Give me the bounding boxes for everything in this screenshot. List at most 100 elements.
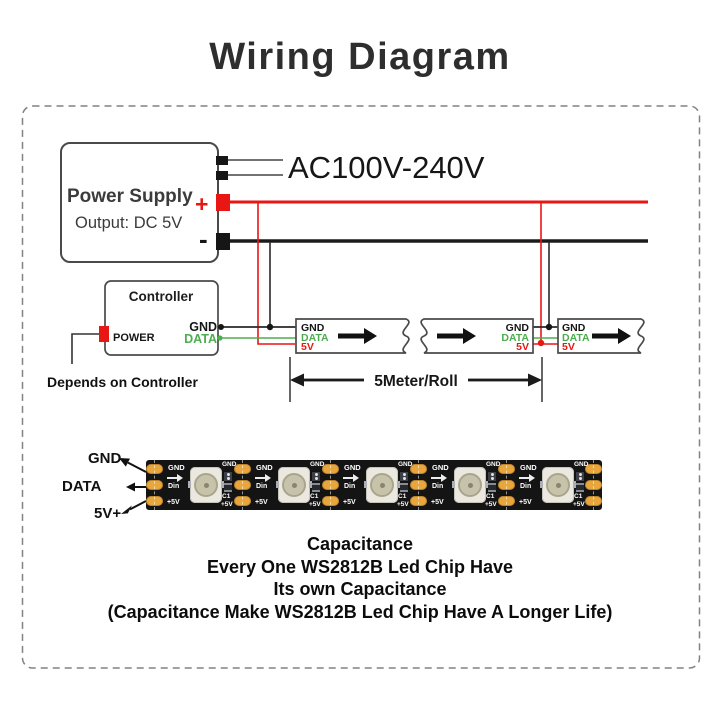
ws2812b-led-chip bbox=[276, 467, 312, 503]
seg3-data-label: DATA bbox=[562, 332, 590, 344]
c1-label: C1 bbox=[574, 493, 583, 500]
seg3-5v-label: 5V bbox=[562, 341, 575, 353]
seg1-5v-label: 5V bbox=[301, 341, 314, 353]
silkscreen-labels: GND Din +5V bbox=[429, 460, 455, 510]
junction-dot-5v bbox=[537, 339, 545, 347]
resistor bbox=[224, 483, 232, 492]
cut-line bbox=[330, 460, 331, 510]
direction-arrow-head bbox=[463, 328, 476, 344]
seg1-gnd-label: GND bbox=[301, 322, 325, 334]
5v-callout-arrow bbox=[121, 505, 132, 514]
photo-gnd-label: GND bbox=[88, 450, 122, 467]
resistor bbox=[312, 483, 320, 492]
controller-gnd-label: GND bbox=[189, 320, 217, 334]
cell-5v-label: +5V bbox=[431, 499, 444, 506]
plus-terminal-label: + bbox=[195, 191, 208, 217]
led-die bbox=[203, 482, 209, 488]
gnd-terminal-dot bbox=[218, 324, 224, 330]
capacitor-column: GND C1 +5V bbox=[221, 460, 236, 510]
silkscreen-labels: GND Din +5V bbox=[253, 460, 279, 510]
capacitor bbox=[400, 472, 408, 481]
cell-din-label: Din bbox=[256, 483, 268, 490]
led-pin bbox=[573, 481, 576, 488]
direction-arrow bbox=[338, 333, 364, 339]
gnd-callout-arrow bbox=[119, 458, 130, 467]
led-pin bbox=[276, 481, 279, 488]
controller-data-label: DATA bbox=[184, 332, 217, 346]
resistor bbox=[400, 483, 408, 492]
strip-segment-3: GND DATA 5V bbox=[557, 318, 645, 354]
data-callout-arrow bbox=[126, 482, 135, 492]
ws2812b-led-chip bbox=[540, 467, 576, 503]
cell-5v-label: +5V bbox=[167, 499, 180, 506]
cut-line bbox=[593, 460, 594, 510]
led-pin bbox=[452, 481, 455, 488]
power-supply-box: Power Supply Output: DC 5V + - bbox=[60, 142, 230, 263]
c1-label: C1 bbox=[486, 493, 495, 500]
led-pin bbox=[364, 481, 367, 488]
capacitor bbox=[312, 472, 320, 481]
capacitor-column: GND C1 +5V bbox=[573, 460, 588, 510]
seg1-data-label: DATA bbox=[301, 332, 329, 344]
led-cell: GND Din +5V GND C1 +5V bbox=[410, 460, 501, 510]
power-supply-output-label: Output: DC 5V bbox=[75, 214, 182, 232]
solder-pads bbox=[410, 460, 427, 510]
cap-5v-label: +5V bbox=[397, 501, 409, 508]
solder-pads bbox=[146, 460, 163, 510]
power-supply-label: Power Supply bbox=[67, 186, 193, 207]
controller-note: Depends on Controller bbox=[47, 374, 198, 390]
page-title: Wiring Diagram bbox=[209, 36, 511, 78]
cap-5v-label: +5V bbox=[221, 501, 233, 508]
power-input-label: POWER bbox=[113, 332, 155, 344]
seg2-gnd-label: GND bbox=[506, 322, 530, 334]
cell-din-label: Din bbox=[520, 483, 532, 490]
controller-box: Controller POWER GND DATA bbox=[99, 280, 224, 356]
junction-dot-gnd-2 bbox=[545, 323, 553, 331]
led-pin bbox=[485, 481, 488, 488]
photo-5v-label: 5V+ bbox=[94, 505, 122, 522]
led-cell: GND Din +5V GND C1 +5V bbox=[322, 460, 413, 510]
din-arrow-icon bbox=[167, 474, 183, 482]
cell-din-label: Din bbox=[168, 483, 180, 490]
direction-arrow-head bbox=[364, 328, 377, 344]
power-input-terminal bbox=[99, 326, 109, 342]
silkscreen-labels: GND Din +5V bbox=[165, 460, 191, 510]
caption-line-1: Capacitance bbox=[306, 534, 414, 554]
ac-terminal-2 bbox=[216, 171, 228, 180]
strip-segment-2: GND DATA 5V bbox=[420, 318, 534, 354]
ac-voltage-label: AC100V-240V bbox=[288, 150, 485, 185]
silkscreen-labels: GND Din +5V bbox=[517, 460, 543, 510]
cap-5v-label: +5V bbox=[573, 501, 585, 508]
led-lens bbox=[546, 473, 570, 497]
seg2-data-label: DATA bbox=[501, 332, 529, 344]
resistor bbox=[488, 483, 496, 492]
led-lens bbox=[282, 473, 306, 497]
cell-din-label: Din bbox=[432, 483, 444, 490]
cut-line bbox=[242, 460, 243, 510]
junction-dot-gnd-1 bbox=[266, 323, 274, 331]
capacitor bbox=[224, 472, 232, 481]
led-die bbox=[467, 482, 473, 488]
cell-gnd-label: GND bbox=[168, 463, 185, 472]
direction-arrow bbox=[437, 333, 463, 339]
din-arrow-icon bbox=[519, 474, 535, 482]
capacitor-column: GND C1 +5V bbox=[309, 460, 325, 510]
cap-gnd-label: GND bbox=[486, 461, 501, 468]
din-arrow-icon bbox=[343, 474, 359, 482]
caption-line-3: Its own Capacitance bbox=[273, 579, 447, 599]
ws2812b-led-chip bbox=[452, 467, 488, 503]
din-arrow-icon bbox=[255, 474, 271, 482]
led-cell: GND Din +5V GND C1 +5V bbox=[498, 460, 588, 510]
led-lens bbox=[370, 473, 394, 497]
cell-5v-label: +5V bbox=[343, 499, 356, 506]
dimension-arrow-left bbox=[290, 373, 304, 387]
controller-label: Controller bbox=[129, 289, 194, 304]
c1-label: C1 bbox=[310, 493, 319, 500]
silkscreen-labels: GND Din +5V bbox=[341, 460, 367, 510]
cut-line bbox=[154, 460, 155, 510]
cap-gnd-label: GND bbox=[310, 461, 325, 468]
cap-gnd-label: GND bbox=[398, 461, 413, 468]
led-pin bbox=[221, 481, 224, 488]
roll-length-label: 5Meter/Roll bbox=[374, 373, 458, 390]
caption-line-4: (Capacitance Make WS2812B Led Chip Have … bbox=[107, 601, 613, 622]
